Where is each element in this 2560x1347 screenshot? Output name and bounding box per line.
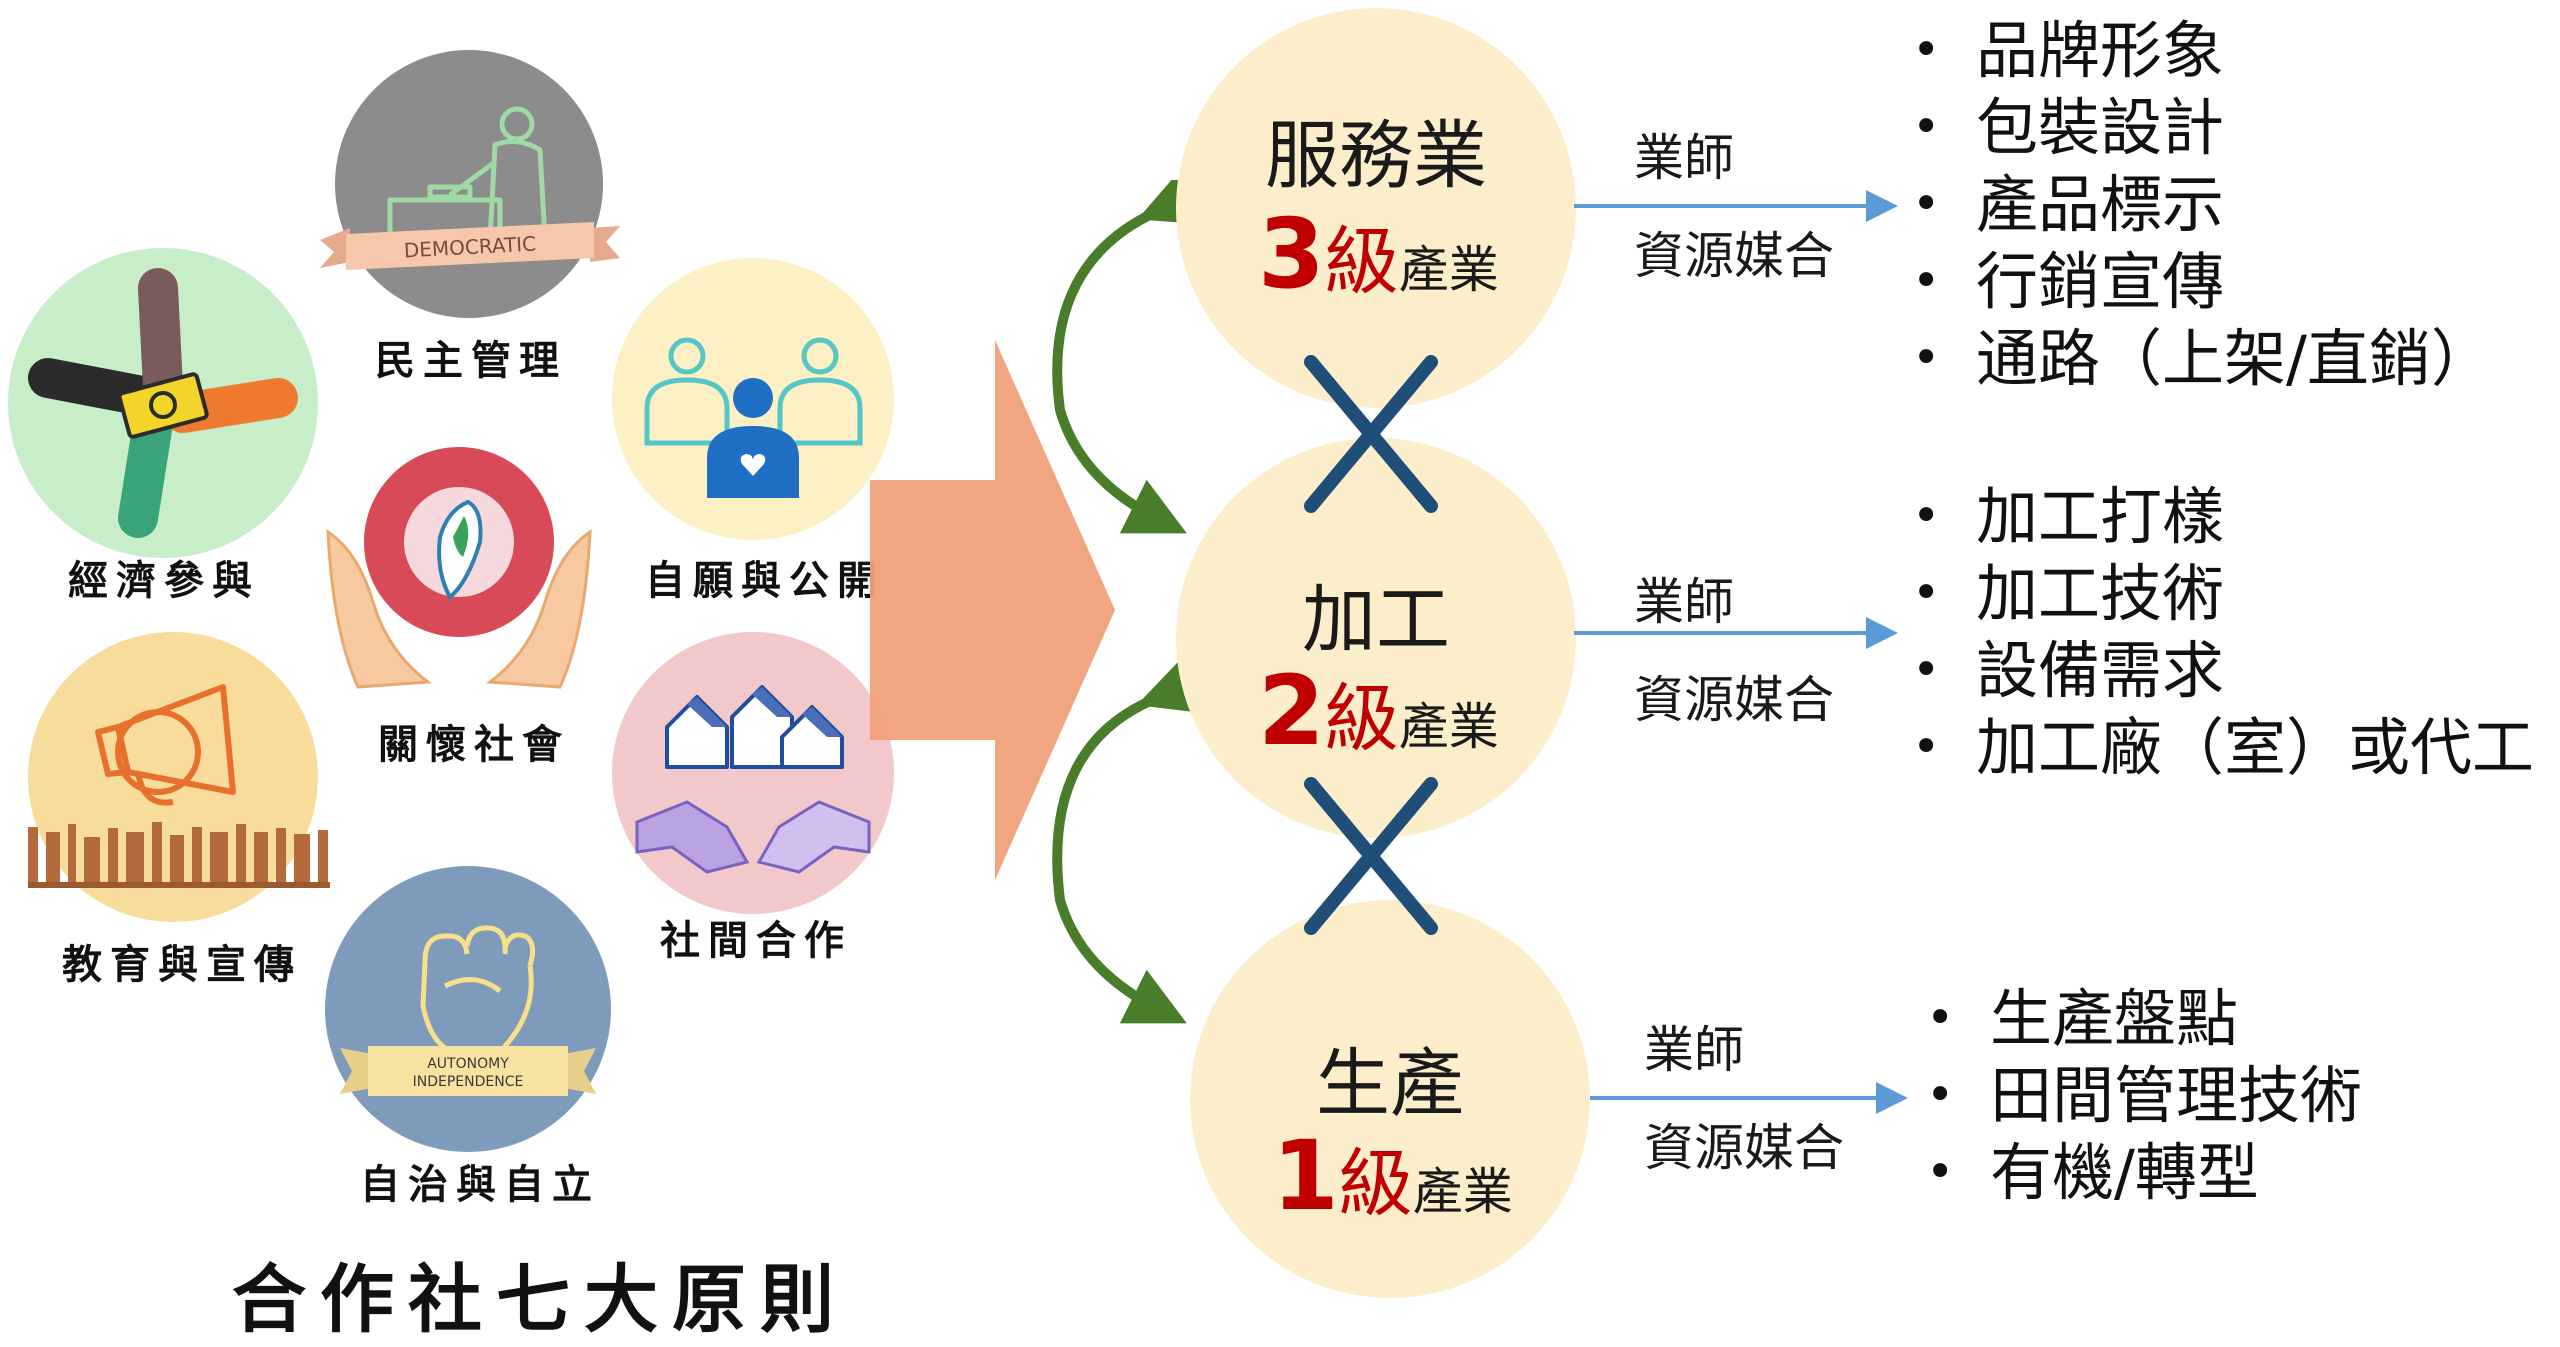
cooperation-caption: 社間合作 bbox=[660, 917, 852, 964]
tier2-list: 加工打樣 加工技術 設備需求 加工廠（室）或代工 bbox=[1912, 478, 2534, 786]
tier3-match-top: 業師 bbox=[1634, 129, 1734, 187]
tier1-level: 1級產業 bbox=[1272, 1120, 1513, 1232]
education-caption: 教育與宣傳 bbox=[62, 941, 302, 988]
list-item: 有機/轉型 bbox=[1926, 1134, 2362, 1211]
list-item: 包裝設計 bbox=[1912, 89, 2493, 166]
list-item: 加工打樣 bbox=[1912, 478, 2534, 555]
tier1-match-top: 業師 bbox=[1644, 1021, 1744, 1079]
voluntary-caption: 自願與公開 bbox=[645, 557, 885, 604]
people-heart-icon bbox=[644, 337, 863, 498]
cooperation-circle bbox=[612, 632, 894, 914]
cross-mark-lower bbox=[1304, 777, 1438, 935]
list-item: 設備需求 bbox=[1912, 632, 2534, 709]
tier1-list: 生產盤點 田間管理技術 有機/轉型 bbox=[1926, 980, 2362, 1211]
list-item: 加工技術 bbox=[1912, 555, 2534, 632]
community-caption: 關懷社會 bbox=[378, 721, 570, 768]
list-item: 行銷宣傳 bbox=[1912, 243, 2493, 320]
list-item: 生產盤點 bbox=[1926, 980, 2362, 1057]
taiwan-hands-icon bbox=[326, 447, 592, 689]
tier2-match-bottom: 資源媒合 bbox=[1634, 671, 1834, 729]
tier2-circle bbox=[1176, 438, 1576, 838]
cycle-arrows bbox=[1052, 180, 1205, 1024]
tier3-list: 品牌形象 包裝設計 產品標示 行銷宣傳 通路（上架/直銷） bbox=[1912, 12, 2493, 397]
hands-money-icon bbox=[28, 268, 298, 538]
houses-handshake-icon bbox=[635, 685, 871, 874]
cross-mark-upper bbox=[1304, 355, 1438, 513]
tier1-match-bottom: 資源媒合 bbox=[1644, 1119, 1844, 1177]
megaphone-books-icon bbox=[28, 684, 330, 888]
tier2-level: 2級產業 bbox=[1258, 655, 1499, 767]
tier3-name: 服務業 bbox=[1265, 113, 1487, 199]
fist-icon bbox=[420, 925, 536, 1066]
list-item: 通路（上架/直銷） bbox=[1912, 320, 2493, 397]
tier2-match-top: 業師 bbox=[1634, 573, 1734, 631]
autonomy-banner: AUTONOMY INDEPENDENCE bbox=[340, 1046, 596, 1096]
tier3-match-bottom: 資源媒合 bbox=[1634, 227, 1834, 285]
big-right-arrow bbox=[870, 340, 1115, 880]
democratic-caption: 民主管理 bbox=[375, 337, 567, 384]
tier2-name: 加工 bbox=[1302, 577, 1450, 663]
list-item: 品牌形象 bbox=[1912, 12, 2493, 89]
list-item: 產品標示 bbox=[1912, 166, 2493, 243]
footer-title: 合作社七大原則 bbox=[232, 1257, 848, 1343]
tier3-circle bbox=[1176, 8, 1576, 408]
autonomy-circle bbox=[325, 866, 611, 1152]
svg-text:AUTONOMY: AUTONOMY bbox=[427, 1056, 509, 1072]
list-item: 田間管理技術 bbox=[1926, 1057, 2362, 1134]
economic-caption: 經濟參與 bbox=[68, 557, 260, 604]
list-item: 加工廠（室）或代工 bbox=[1912, 709, 2534, 786]
tier3-level: 3級產業 bbox=[1258, 198, 1499, 310]
match-arrows bbox=[1574, 190, 1908, 1114]
democratic-banner: DEMOCRATIC bbox=[320, 222, 620, 270]
autonomy-caption: 自治與自立 bbox=[360, 1161, 600, 1208]
svg-text:INDEPENDENCE: INDEPENDENCE bbox=[413, 1074, 524, 1090]
tier1-circle bbox=[1190, 900, 1590, 1298]
tier1-name: 生產 bbox=[1316, 1041, 1464, 1127]
